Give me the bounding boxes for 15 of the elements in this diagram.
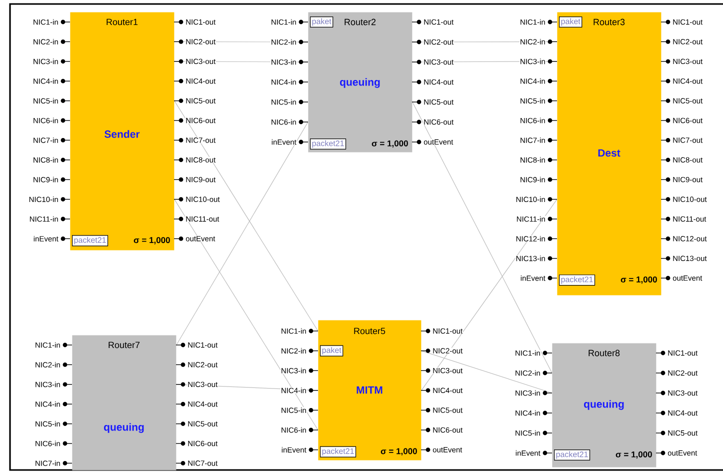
value-box: packet21 bbox=[559, 274, 596, 286]
value-box: packet21 bbox=[310, 138, 346, 150]
value-box: packet21 bbox=[72, 235, 108, 246]
value-box: packet21 bbox=[554, 449, 590, 461]
value-box: paket bbox=[320, 345, 344, 356]
router-box: Router7 queuing bbox=[72, 335, 176, 470]
value-box: packet21 bbox=[320, 446, 356, 458]
wire bbox=[412, 102, 552, 374]
wire bbox=[176, 122, 308, 346]
value-box: paket bbox=[310, 16, 334, 28]
wire bbox=[174, 199, 318, 430]
wire bbox=[174, 100, 318, 332]
value-box: paket bbox=[559, 16, 582, 28]
wire bbox=[421, 350, 552, 394]
wire bbox=[421, 199, 558, 391]
